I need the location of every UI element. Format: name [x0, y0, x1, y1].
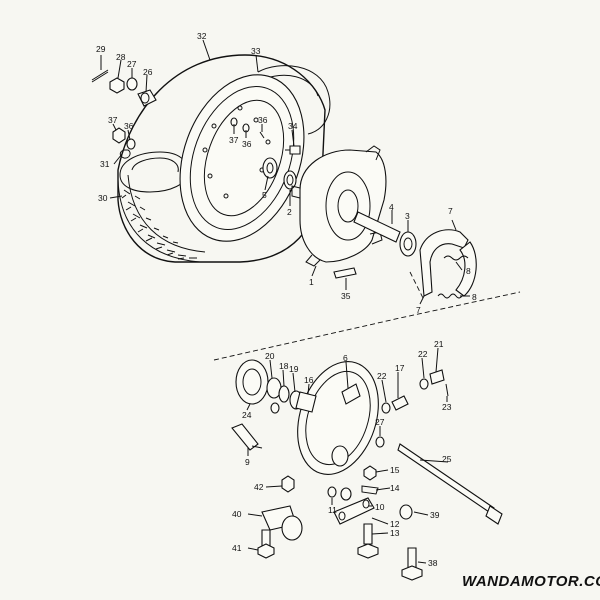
callout-14: 14: [390, 483, 400, 493]
callout-27-lower: 27: [375, 417, 385, 427]
callout-22: 22: [377, 371, 387, 381]
callout-22-right: 22: [418, 349, 428, 359]
callout-21: 21: [434, 339, 444, 349]
callout-10: 10: [375, 502, 385, 512]
callout-35: 35: [341, 291, 351, 301]
callout-36-rim-b: 36: [242, 139, 252, 149]
callout-24: 24: [242, 410, 252, 420]
separator-line: [213, 291, 521, 361]
callout-30: 30: [98, 193, 108, 203]
callout-33: 33: [251, 46, 261, 56]
callout-42: 42: [254, 482, 264, 492]
callout-20: 20: [265, 351, 275, 361]
tire-tread-pattern: [121, 189, 197, 260]
callout-7: 7: [448, 206, 453, 216]
callout-6: 6: [343, 353, 348, 363]
watermark-text: WANDAMOTOR.COM: [462, 573, 600, 590]
callout-15: 15: [390, 465, 400, 475]
callout-25: 25: [442, 454, 452, 464]
callout-36: 36: [124, 121, 134, 131]
callout-40: 40: [232, 509, 242, 519]
callout-7-lower: 7: [416, 305, 421, 315]
callout-26: 26: [143, 67, 153, 77]
callout-29: 29: [96, 44, 106, 54]
callout-13: 13: [390, 528, 400, 538]
callout-37-rim: 37: [229, 135, 239, 145]
callout-5: 5: [262, 190, 267, 200]
callout-17: 17: [395, 363, 405, 373]
seal-and-spacers: [235, 359, 317, 414]
callout-1: 1: [309, 277, 314, 287]
callout-37: 37: [108, 115, 118, 125]
callout-39: 39: [430, 510, 440, 520]
plate-side-fasteners: [361, 369, 449, 495]
callout-2: 2: [287, 207, 292, 217]
callout-19: 19: [289, 364, 299, 374]
hub-drawing: [291, 145, 387, 267]
callout-16: 16: [304, 375, 314, 385]
callout-3: 3: [405, 211, 410, 221]
callout-4: 4: [389, 202, 394, 212]
callout-36-rim: 36: [258, 115, 268, 125]
callout-8: 8: [466, 266, 471, 276]
callout-28: 28: [116, 52, 126, 62]
brake-plate-drawing: [297, 361, 379, 475]
callout-32: 32: [197, 31, 207, 41]
callout-34: 34: [288, 121, 298, 131]
axle-drawing: [397, 443, 503, 525]
callout-9: 9: [245, 457, 250, 467]
callout-38: 38: [428, 558, 438, 568]
callout-41: 41: [232, 543, 242, 553]
callout-23: 23: [442, 402, 452, 412]
leader-lines: [100, 39, 470, 564]
callout-11: 11: [328, 505, 337, 515]
top-left-fasteners: [91, 69, 301, 190]
brake-shoe-drawing: [419, 229, 477, 299]
brake-cam-shaft: [231, 423, 259, 451]
hub-shaft-parts: [333, 211, 417, 279]
brake-arm-drawing: [327, 486, 413, 559]
bracket-drawing: [257, 475, 423, 581]
callout-18: 18: [279, 361, 289, 371]
callout-8-lower: 8: [472, 292, 477, 302]
callout-27: 27: [127, 59, 137, 69]
callout-12: 12: [390, 519, 400, 529]
callout-31: 31: [100, 159, 110, 169]
callout-labels: 29 28 27 26 32 33 37 36 31 30 36 37 36 3…: [96, 31, 477, 568]
